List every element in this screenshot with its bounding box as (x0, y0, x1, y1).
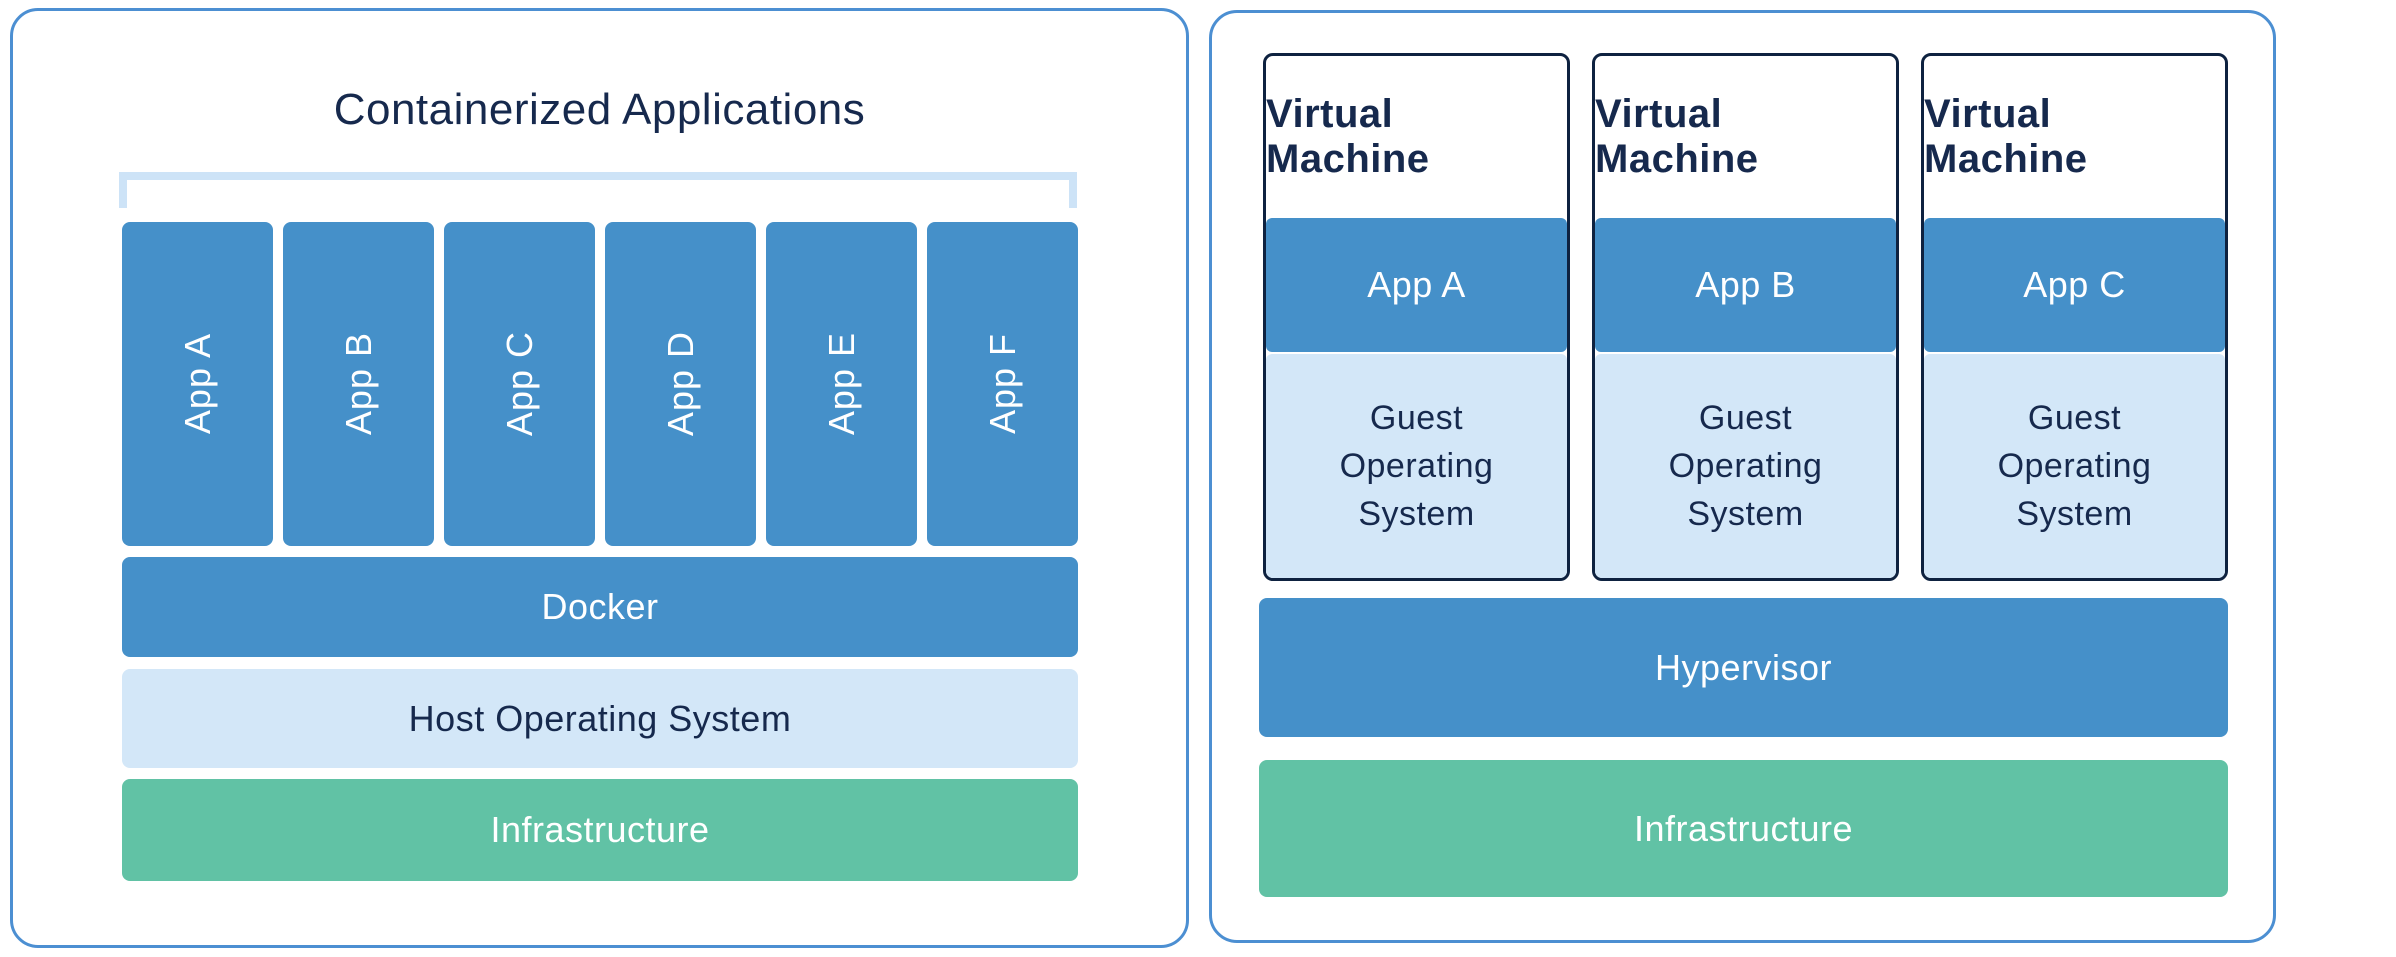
container-app-b: App B (283, 222, 434, 546)
vm-box-1: Virtual Machine App A Guest Operating Sy… (1263, 53, 1570, 581)
container-apps-row: App A App B App C App D App E App F (122, 222, 1078, 546)
apps-group-bracket (119, 172, 1077, 208)
vm-row: Virtual Machine App A Guest Operating Sy… (1263, 53, 2228, 581)
virtual-machines-panel: Virtual Machine App A Guest Operating Sy… (1209, 10, 2276, 943)
vm-2-guest-os: Guest Operating System (1595, 354, 1896, 578)
docker-layer-bar: Docker (122, 557, 1078, 657)
containers-panel: Containerized Applications App A App B A… (10, 8, 1189, 948)
container-app-d-label: App D (659, 331, 701, 437)
vm-1-guest-os-label: Guest Operating System (1339, 399, 1494, 533)
vm-3-guest-os-label: Guest Operating System (1997, 399, 2152, 533)
vm-3-app-bar: App C (1924, 218, 2225, 352)
container-app-a: App A (122, 222, 273, 546)
vm-1-app-label: App A (1367, 264, 1466, 305)
hypervisor-layer-label: Hypervisor (1654, 646, 1833, 688)
container-app-e: App E (766, 222, 917, 546)
infrastructure-layer-label-right: Infrastructure (1633, 807, 1854, 849)
vm-1-guest-os: Guest Operating System (1266, 354, 1567, 578)
vm-box-3: Virtual Machine App C Guest Operating Sy… (1921, 53, 2228, 581)
vm-2-app-bar: App B (1595, 218, 1896, 352)
vm-2-title: Virtual Machine (1595, 92, 1759, 181)
host-os-layer-bar: Host Operating System (122, 669, 1078, 768)
infrastructure-layer-bar-left: Infrastructure (122, 779, 1078, 881)
docker-layer-label: Docker (541, 586, 659, 627)
vm-2-guest-os-label: Guest Operating System (1668, 399, 1823, 533)
hypervisor-layer-bar: Hypervisor (1259, 598, 2228, 737)
vm-1-app-bar: App A (1266, 218, 1567, 352)
container-app-f-label: App F (981, 333, 1023, 435)
vm-3-title: Virtual Machine (1924, 92, 2088, 181)
containers-panel-title: Containerized Applications (333, 85, 866, 134)
container-app-e-label: App E (820, 332, 862, 436)
vm-2-app-label: App B (1695, 264, 1796, 305)
container-app-c-label: App C (498, 331, 540, 437)
vm-box-2: Virtual Machine App B Guest Operating Sy… (1592, 53, 1899, 581)
container-app-c: App C (444, 222, 595, 546)
vm-1-title: Virtual Machine (1266, 92, 1430, 181)
vm-3-app-label: App C (2023, 264, 2126, 305)
host-os-layer-label: Host Operating System (408, 697, 792, 739)
container-app-f: App F (927, 222, 1078, 546)
infrastructure-layer-label-left: Infrastructure (490, 809, 710, 850)
container-app-d: App D (605, 222, 756, 546)
container-app-b-label: App B (337, 332, 379, 436)
container-app-a-label: App A (176, 333, 218, 435)
vm-3-guest-os: Guest Operating System (1924, 354, 2225, 578)
infrastructure-layer-bar-right: Infrastructure (1259, 760, 2228, 897)
